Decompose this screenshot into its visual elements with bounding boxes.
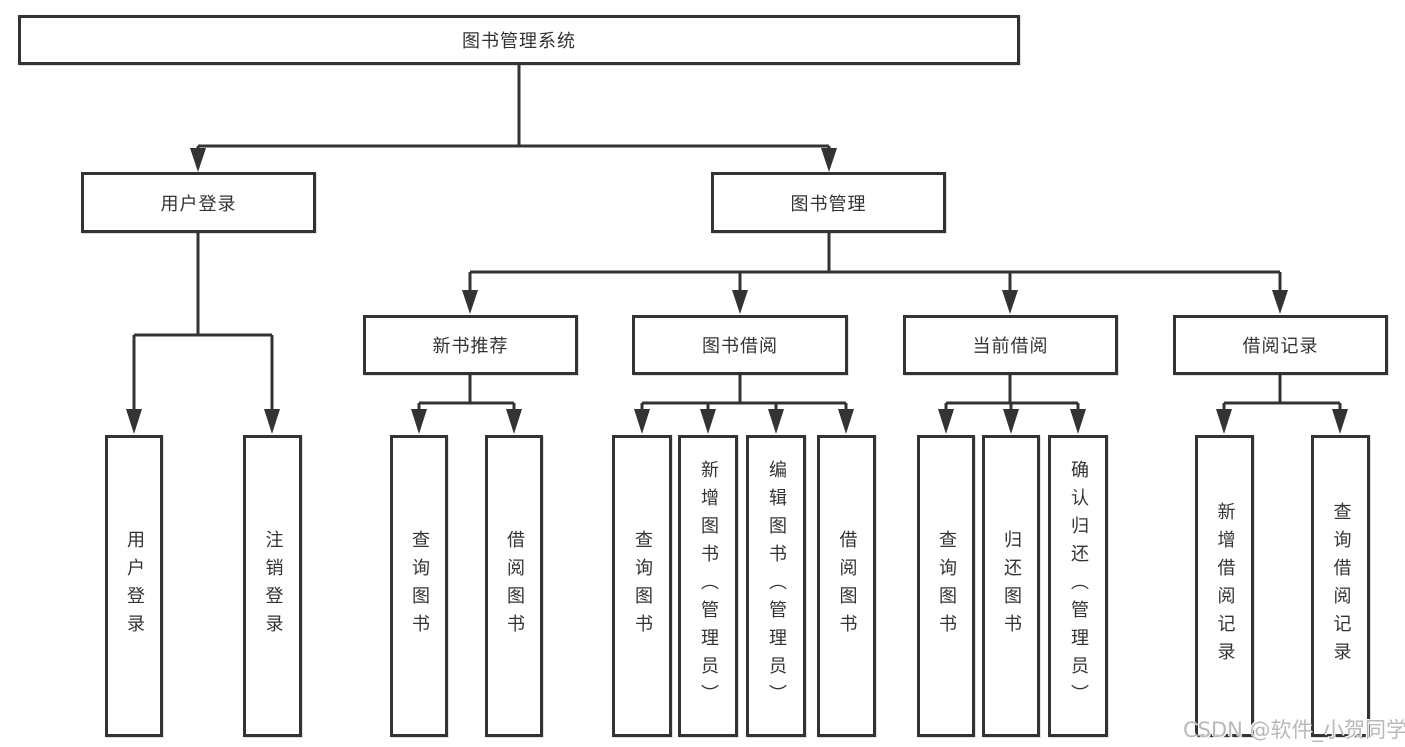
node-label: 查询借阅记录 bbox=[1330, 502, 1352, 670]
node-label: 用户登录 bbox=[160, 193, 237, 215]
arrowhead bbox=[634, 409, 650, 434]
node-label: 新增借阅记录 bbox=[1214, 502, 1236, 670]
node-label: 注销登录 bbox=[262, 530, 284, 642]
arrowhead bbox=[732, 290, 748, 314]
arrowhead bbox=[126, 409, 142, 434]
node-library-management-system: 图书管理系统 bbox=[18, 15, 1020, 65]
edge-book-management-to-modules bbox=[462, 233, 1288, 314]
arrowhead bbox=[264, 409, 280, 434]
arrowhead bbox=[1332, 409, 1348, 434]
leaf-borrow-books-2: 借阅图书 bbox=[817, 435, 876, 737]
node-label: 新书推荐 bbox=[432, 336, 509, 357]
node-current-borrowing: 当前借阅 bbox=[903, 315, 1118, 375]
node-book-borrowing: 图书借阅 bbox=[632, 315, 848, 375]
node-label: 新增图书（管理员） bbox=[698, 460, 719, 712]
leaf-edit-books-admin: 编辑图书（管理员） bbox=[746, 435, 806, 737]
arrowhead bbox=[190, 148, 206, 172]
leaf-borrow-books-1: 借阅图书 bbox=[485, 435, 543, 737]
node-label: 查询图书 bbox=[632, 530, 653, 642]
arrowhead bbox=[1003, 409, 1019, 434]
arrowhead bbox=[506, 409, 522, 434]
node-label: 借阅记录 bbox=[1242, 336, 1319, 357]
node-label: 确认归还（管理员） bbox=[1068, 460, 1089, 712]
leaf-add-borrow-record: 新增借阅记录 bbox=[1195, 435, 1254, 737]
edge-new-book-to-leaves bbox=[411, 375, 522, 434]
arrowhead bbox=[462, 290, 478, 314]
node-new-book-recommend: 新书推荐 bbox=[363, 315, 578, 375]
arrowhead bbox=[938, 409, 954, 434]
arrowhead bbox=[1070, 409, 1086, 434]
edge-user-login-to-leaves bbox=[126, 233, 280, 434]
arrowhead bbox=[700, 409, 716, 434]
node-book-management-branch: 图书管理 bbox=[711, 172, 946, 233]
arrowhead bbox=[821, 148, 837, 172]
csdn-watermark: CSDN @软件_小贺同学 bbox=[1183, 718, 1405, 742]
arrowhead bbox=[411, 409, 427, 434]
node-label: 图书管理系统 bbox=[462, 31, 576, 52]
leaf-query-books-1: 查询图书 bbox=[390, 435, 448, 737]
arrowhead bbox=[1272, 290, 1288, 314]
leaf-logout: 注销登录 bbox=[243, 435, 302, 737]
arrowhead bbox=[1216, 409, 1232, 434]
leaf-query-borrow-record: 查询借阅记录 bbox=[1311, 435, 1370, 737]
node-label: 图书借阅 bbox=[702, 336, 778, 357]
node-label: 用户登录 bbox=[124, 530, 145, 642]
leaf-query-books-2: 查询图书 bbox=[612, 435, 672, 737]
node-label: 借阅图书 bbox=[504, 530, 525, 642]
arrowhead bbox=[768, 409, 784, 434]
node-label: 归还图书 bbox=[1001, 530, 1022, 642]
node-borrowing-records: 借阅记录 bbox=[1173, 315, 1388, 375]
node-label: 编辑图书（管理员） bbox=[766, 460, 787, 712]
node-label: 查询图书 bbox=[409, 530, 430, 642]
node-label: 借阅图书 bbox=[836, 530, 858, 642]
node-label: 图书管理 bbox=[790, 193, 867, 215]
edge-current-borrowing-to-leaves bbox=[938, 375, 1086, 434]
edge-root-to-branches bbox=[190, 65, 837, 172]
node-user-login-branch: 用户登录 bbox=[81, 172, 316, 233]
leaf-query-books-3: 查询图书 bbox=[917, 435, 975, 737]
leaf-return-books: 归还图书 bbox=[982, 435, 1040, 737]
leaf-confirm-return-admin: 确认归还（管理员） bbox=[1048, 435, 1108, 737]
node-label: 当前借阅 bbox=[972, 336, 1049, 357]
arrowhead bbox=[1002, 290, 1018, 314]
leaf-add-books-admin: 新增图书（管理员） bbox=[678, 435, 738, 737]
edge-borrowing-records-to-leaves bbox=[1216, 375, 1348, 434]
node-label: 查询图书 bbox=[936, 530, 957, 642]
arrowhead bbox=[838, 409, 854, 434]
leaf-user-login: 用户登录 bbox=[105, 435, 163, 737]
edge-book-borrowing-to-leaves bbox=[634, 375, 854, 434]
